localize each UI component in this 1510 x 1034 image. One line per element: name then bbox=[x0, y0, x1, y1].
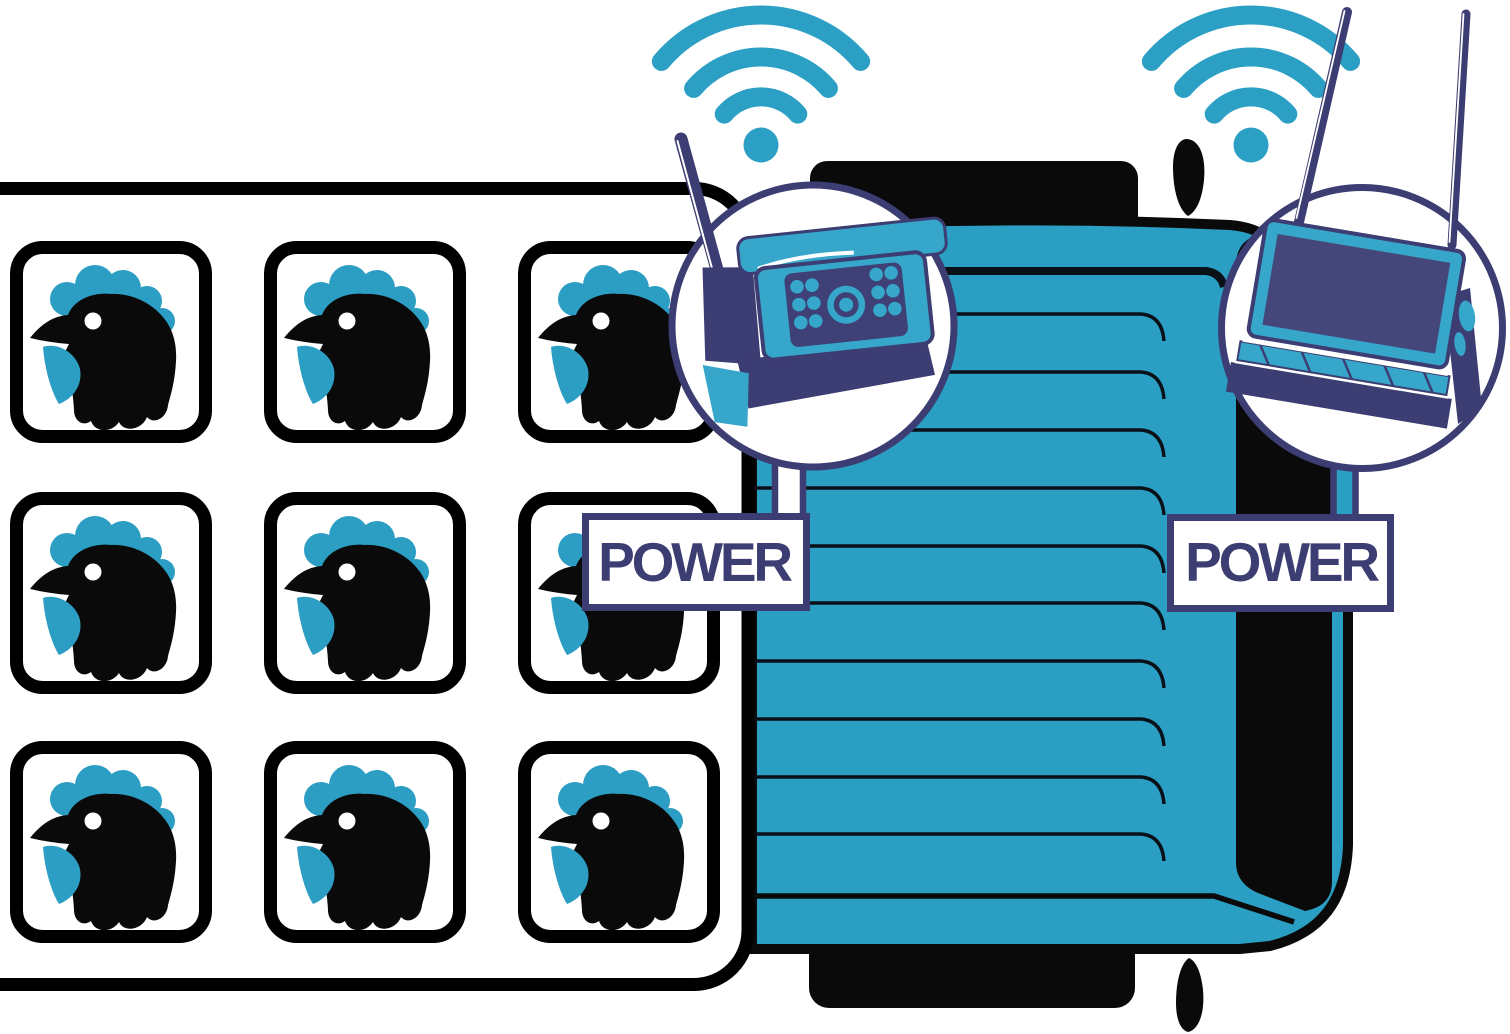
svg-text:POWER: POWER bbox=[598, 531, 792, 593]
svg-text:POWER: POWER bbox=[1185, 531, 1379, 593]
